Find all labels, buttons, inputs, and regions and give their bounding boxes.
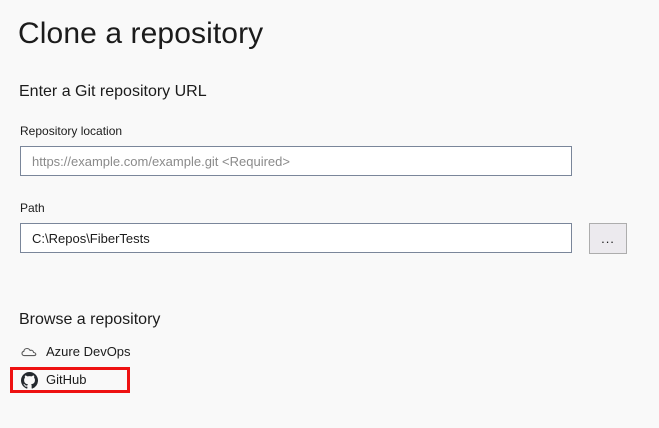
url-section-heading: Enter a Git repository URL xyxy=(19,83,207,100)
cloud-icon xyxy=(20,343,38,361)
path-input[interactable] xyxy=(20,223,572,253)
provider-label-azure-devops: Azure DevOps xyxy=(46,344,131,359)
page-title: Clone a repository xyxy=(18,17,264,50)
github-icon xyxy=(20,371,38,389)
browse-path-button[interactable]: ... xyxy=(589,223,627,254)
repository-location-label: Repository location xyxy=(20,124,123,138)
provider-label-github: GitHub xyxy=(46,372,87,387)
browse-section-heading: Browse a repository xyxy=(19,311,161,328)
provider-item-azure-devops[interactable]: Azure DevOps xyxy=(20,341,131,363)
repository-location-input[interactable] xyxy=(20,146,572,176)
path-label: Path xyxy=(20,201,45,215)
provider-item-github[interactable]: GitHub xyxy=(20,369,86,391)
